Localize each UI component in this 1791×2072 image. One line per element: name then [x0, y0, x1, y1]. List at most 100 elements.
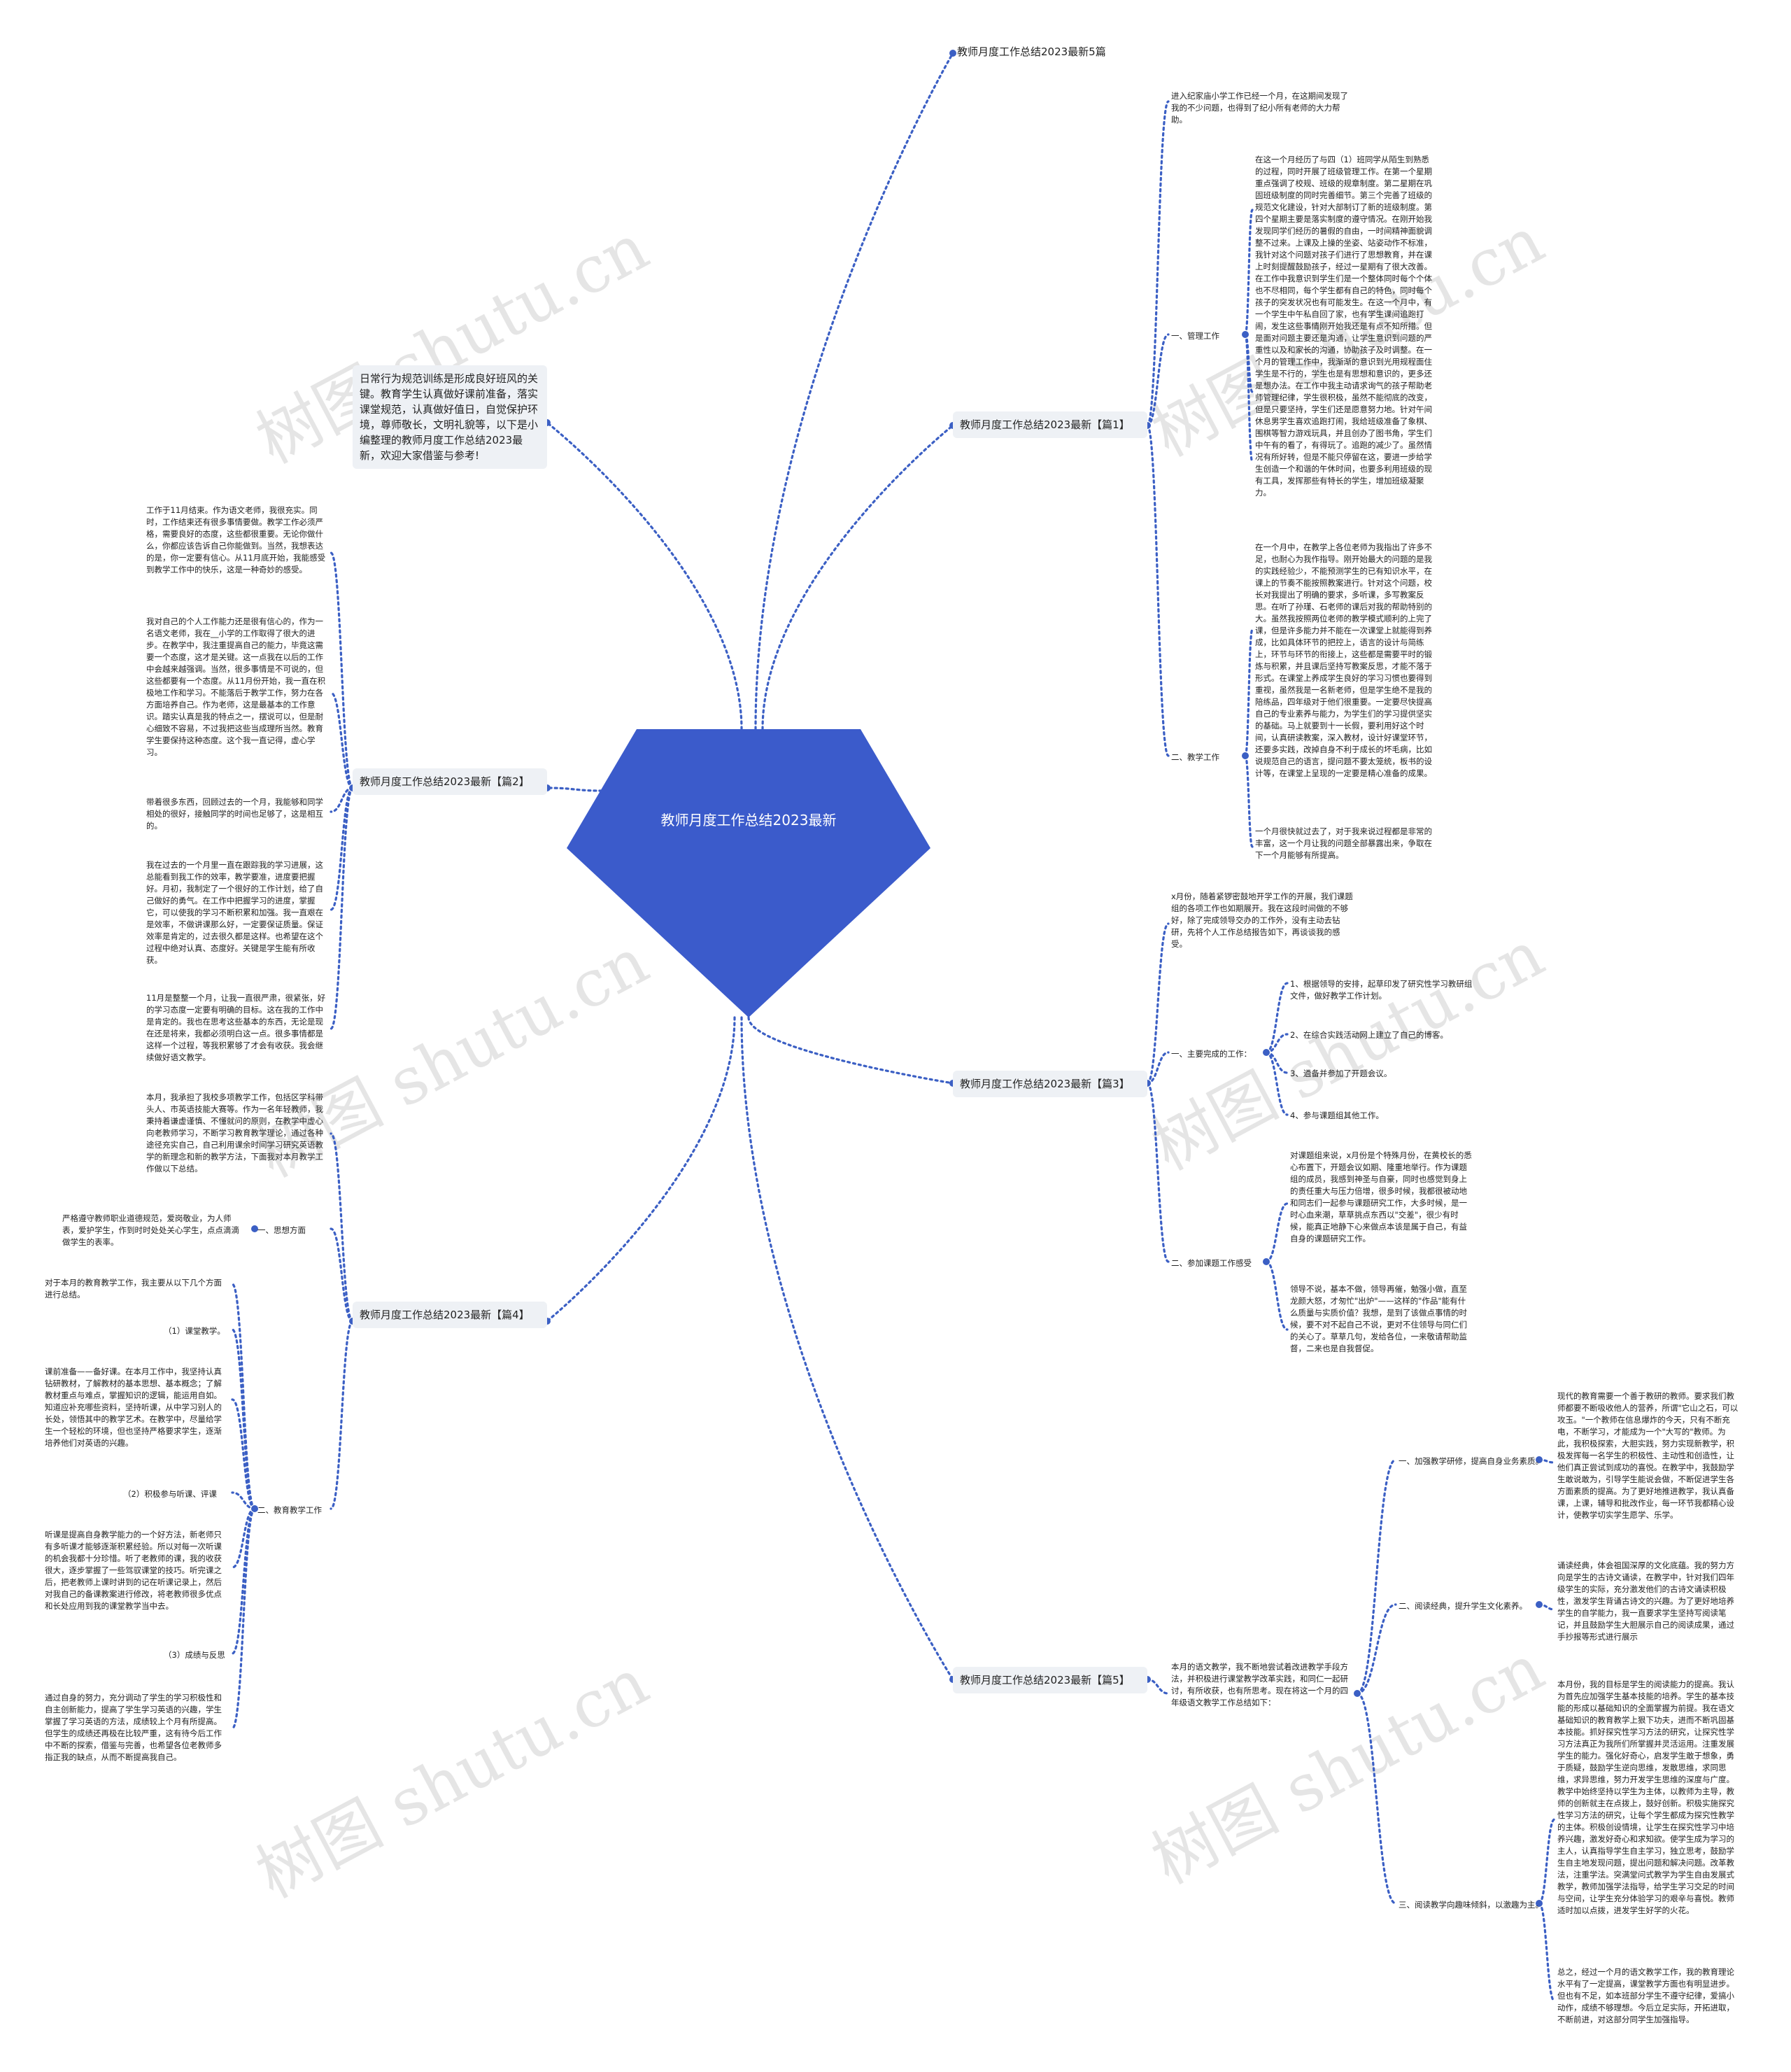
article-4-ideology-text: 严格遵守教师职业道德规范，爱岗敬业，为人师表，爱护学生，作到时时处处关心学生，点…	[62, 1213, 239, 1247]
article-3-feelings-text-2: 领导不说，基本不做，领导再催，勉强小做，直至龙颜大怒，才匆忙"出炉"——这样的"…	[1290, 1284, 1467, 1353]
connector	[761, 424, 954, 731]
connector-dot	[1242, 752, 1249, 759]
connector	[1244, 333, 1254, 463]
topic-article-1[interactable]: 教师月度工作总结2023最新【篇1】	[953, 411, 1147, 438]
central-topic[interactable]: 教师月度工作总结2023最新	[567, 729, 930, 1017]
article-2-para-5: 11月是整整一个月，让我一直很严肃，很紧张，好的学习态度一定要有明确的目标。这在…	[146, 993, 326, 1062]
article-2-para-4: 我在过去的一个月里一直在跟踪我的学习进展，这总能看到我工作的效率，教学要准，进度…	[146, 860, 323, 965]
article-2-para-3: 带着很多东西，回顾过去的一个月，我能够和同学相处的很好，接触同学的时间也足够了，…	[146, 797, 323, 831]
connector	[546, 421, 743, 731]
article-4-teaching[interactable]: 二、教育教学工作	[257, 1505, 322, 1515]
topic-article-3[interactable]: 教师月度工作总结2023最新【篇3】	[953, 1071, 1147, 1097]
article-4-results[interactable]: （3）成绩与反思	[164, 1650, 225, 1660]
article-5-summary: 总之，经过一个月的语文教学工作，我的教育理论水平有了一定提高，课堂教学方面也有明…	[1557, 1967, 1734, 2024]
connector	[1265, 1051, 1289, 1116]
article-4-results-text: 通过自身的努力，充分调动了学生的学习积极性和自主创新能力，提高了学生学习英语的兴…	[45, 1693, 222, 1762]
connector	[740, 1016, 954, 1681]
connector-dot	[1263, 1049, 1270, 1056]
article-1-management[interactable]: 一、管理工作	[1171, 331, 1219, 341]
connector	[231, 1398, 256, 1510]
article-4-classroom-text: 课前准备——备好课。在本月工作中，我坚持认真钻研教材，了解教材的基本思想、基本概…	[45, 1367, 222, 1448]
article-4-classroom[interactable]: （1）课堂教学。	[164, 1326, 225, 1336]
article-3-item-2: 2、在综合实践活动网上建立了自己的博客。	[1290, 1030, 1448, 1040]
connector	[747, 1016, 954, 1085]
connector	[330, 1227, 354, 1323]
connector	[1146, 100, 1170, 427]
connector	[1538, 1818, 1556, 1905]
article-1-management-text: 在这一个月经历了与四（1）班同学从陌生到熟悉的过程，同时开展了班级管理工作。在第…	[1255, 155, 1432, 498]
article-3-item-4: 4、参与课题组其他工作。	[1290, 1111, 1384, 1120]
article-2-para-1: 工作于11月结束。作为语文老师，我很充实。同时，工作结束还有很多事情要做。教学工…	[146, 505, 326, 575]
connector	[231, 1507, 256, 1569]
connector	[330, 691, 354, 789]
connector-dot	[1354, 1690, 1361, 1697]
connector	[231, 1283, 256, 1510]
article-5-classics-text: 诵读经典，体会祖国深厚的文化底蕴。我的努力方向是学生的古诗文诵读，在教学中，针对…	[1557, 1560, 1734, 1642]
article-5-intro: 本月的语文教学，我不断地尝试着改进教学手段方法，并积极进行课堂教学改革实践，和同…	[1171, 1662, 1348, 1707]
article-1-closing: 一个月很快就过去了，对于我来说过程都是非常的丰富，这一个月让我的问题全部暴露出来…	[1255, 826, 1432, 860]
connector-dot	[1536, 1601, 1543, 1608]
article-1-teaching[interactable]: 二、教学工作	[1171, 752, 1219, 762]
connector	[330, 787, 354, 1030]
article-4-observation[interactable]: （2）积极参与听课、评课	[123, 1489, 217, 1499]
connector	[330, 1320, 354, 1510]
article-3-feelings-text-1: 对课题组来说，x月份是个特殊月份，在黄校长的悉心布置下，开题会议如期、隆重地举行…	[1290, 1150, 1472, 1243]
article-4-observation-text: 听课是提高自身教学能力的一个好方法，新老师只有多听课才能够逐渐积累经验。所以对每…	[45, 1530, 222, 1611]
connector	[1146, 424, 1170, 757]
connector	[330, 787, 354, 911]
article-3-item-3: 3、遴备并参加了开题会议。	[1290, 1069, 1392, 1078]
connector	[1265, 1260, 1289, 1331]
topic-article-5[interactable]: 教师月度工作总结2023最新【篇5】	[953, 1667, 1147, 1693]
connector-dot	[1536, 1456, 1543, 1463]
connector	[1146, 1678, 1170, 1695]
connector	[330, 1132, 354, 1323]
article-1-intro: 进入纪家庙小学工作已经一个月，在这期间发现了我的不少问题，也得到了纪小所有老师的…	[1171, 91, 1348, 125]
connector	[1538, 1902, 1556, 2003]
connector	[1146, 922, 1170, 1085]
article-3-feelings[interactable]: 二、参加课题工作感受	[1171, 1258, 1252, 1268]
central-shape	[567, 729, 930, 1017]
connector	[1265, 982, 1289, 1054]
connector-dot	[251, 1225, 258, 1232]
article-3-intro: x月份，随着紧锣密鼓地开学工作的开展，我们课题组的各项工作也如期展开。我在这段时…	[1171, 891, 1353, 949]
connector-dot	[1263, 1258, 1270, 1265]
connector	[231, 1507, 256, 1730]
article-5-classics[interactable]: 二、阅读经典，提升学生文化素养。	[1399, 1601, 1527, 1611]
topic-overview[interactable]: 教师月度工作总结2023最新5篇	[957, 45, 1106, 58]
connector-dot	[949, 50, 956, 57]
connector	[231, 1491, 256, 1510]
connector-dot	[1242, 331, 1249, 338]
article-5-reading-text: 本月份，我的目标是学生的阅读能力的提高。我认为首先应加强学生基本技能的培养。学生…	[1557, 1679, 1734, 1915]
connector	[1146, 333, 1170, 427]
connector	[754, 52, 954, 731]
connector	[546, 787, 603, 792]
connector	[1356, 1692, 1397, 1905]
article-4-teaching-lead: 对于本月的教育教学工作，我主要从以下几个方面进行总结。	[45, 1278, 222, 1299]
article-5-research[interactable]: 一、加强教学研修，提高自身业务素质。	[1399, 1456, 1543, 1466]
connector	[1265, 1202, 1289, 1263]
article-5-research-text: 现代的教育需要一个善于教研的教师。要求我们教师都要不断吸收他人的营养，所谓"它山…	[1557, 1391, 1739, 1520]
article-3-main-work[interactable]: 一、主要完成的工作：	[1171, 1049, 1252, 1059]
article-4-ideology[interactable]: 一、思想方面	[257, 1225, 306, 1235]
article-5-reading[interactable]: 三、阅读教学向趣味倾斜，以激趣为主。	[1399, 1900, 1543, 1910]
intro-summary[interactable]: 日常行为规范训练是形成良好班风的关键。教育学生认真做好课前准备，落实课堂规范，认…	[353, 365, 547, 469]
connector	[330, 551, 354, 789]
article-2-para-2: 我对自己的个人工作能力还是很有信心的，作为一名语文老师，我在__小学的工作取得了…	[146, 616, 326, 757]
topic-article-4[interactable]: 教师月度工作总结2023最新【篇4】	[353, 1302, 547, 1328]
connector	[546, 1016, 736, 1323]
article-1-teaching-text: 在一个月中，在教学上各位老师为我指出了许多不足，也耐心为我作指导。刚开始最大的问…	[1255, 542, 1432, 778]
connector-dot	[251, 1505, 258, 1512]
connector	[1244, 754, 1254, 848]
connector-dot	[1536, 1900, 1543, 1907]
connector	[1356, 1603, 1397, 1695]
connector	[1244, 628, 1254, 757]
connector	[1265, 1033, 1289, 1054]
connector	[231, 1328, 256, 1510]
topic-article-2[interactable]: 教师月度工作总结2023最新【篇2】	[353, 768, 547, 795]
connector	[1146, 1082, 1170, 1263]
article-3-item-1: 1、根据领导的安排，起草印发了研究性学习教研组文件，做好教学工作计划。	[1290, 979, 1473, 1001]
connector	[1244, 209, 1254, 336]
connector	[1356, 1458, 1397, 1695]
